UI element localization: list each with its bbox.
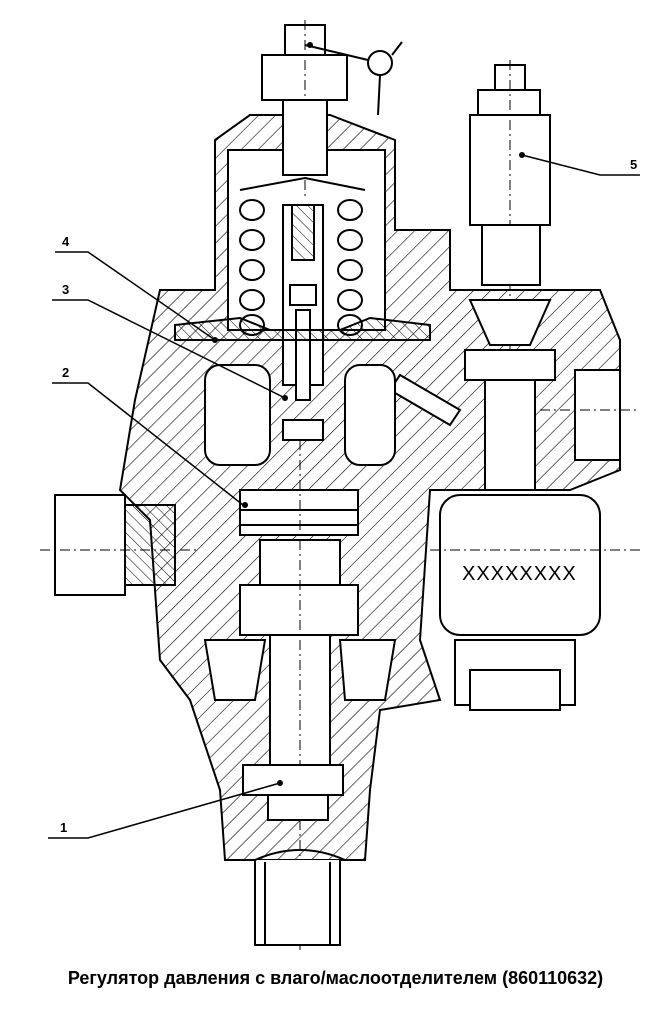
callout-line-2 — [52, 382, 244, 506]
callout-line-1 — [48, 782, 281, 839]
gauge-symbol — [367, 50, 393, 76]
body-marking: XXXXXXXX — [462, 563, 577, 585]
inlet-fitting — [54, 494, 126, 596]
callout-label-2: 2 — [62, 365, 69, 380]
callout-label-5: 5 — [630, 157, 637, 172]
callout-label-1: 1 — [60, 820, 67, 835]
callout-label-3: 3 — [62, 282, 69, 297]
piston-2 — [239, 489, 359, 536]
callout-line-5 — [521, 154, 640, 176]
drain-tube — [254, 860, 341, 946]
diaphragm — [174, 316, 431, 341]
figure-caption: Регулятор давления с влаго/маслоотделите… — [67, 968, 604, 988]
filter-housing — [439, 494, 601, 636]
callout-label-4: 4 — [62, 234, 70, 249]
callout-line-4 — [55, 251, 216, 341]
cross-section-drawing: XXXXXXXX 1 2 3 4 5 — [40, 20, 640, 950]
valve-1 — [242, 764, 344, 796]
callout-line-3 — [52, 299, 286, 399]
